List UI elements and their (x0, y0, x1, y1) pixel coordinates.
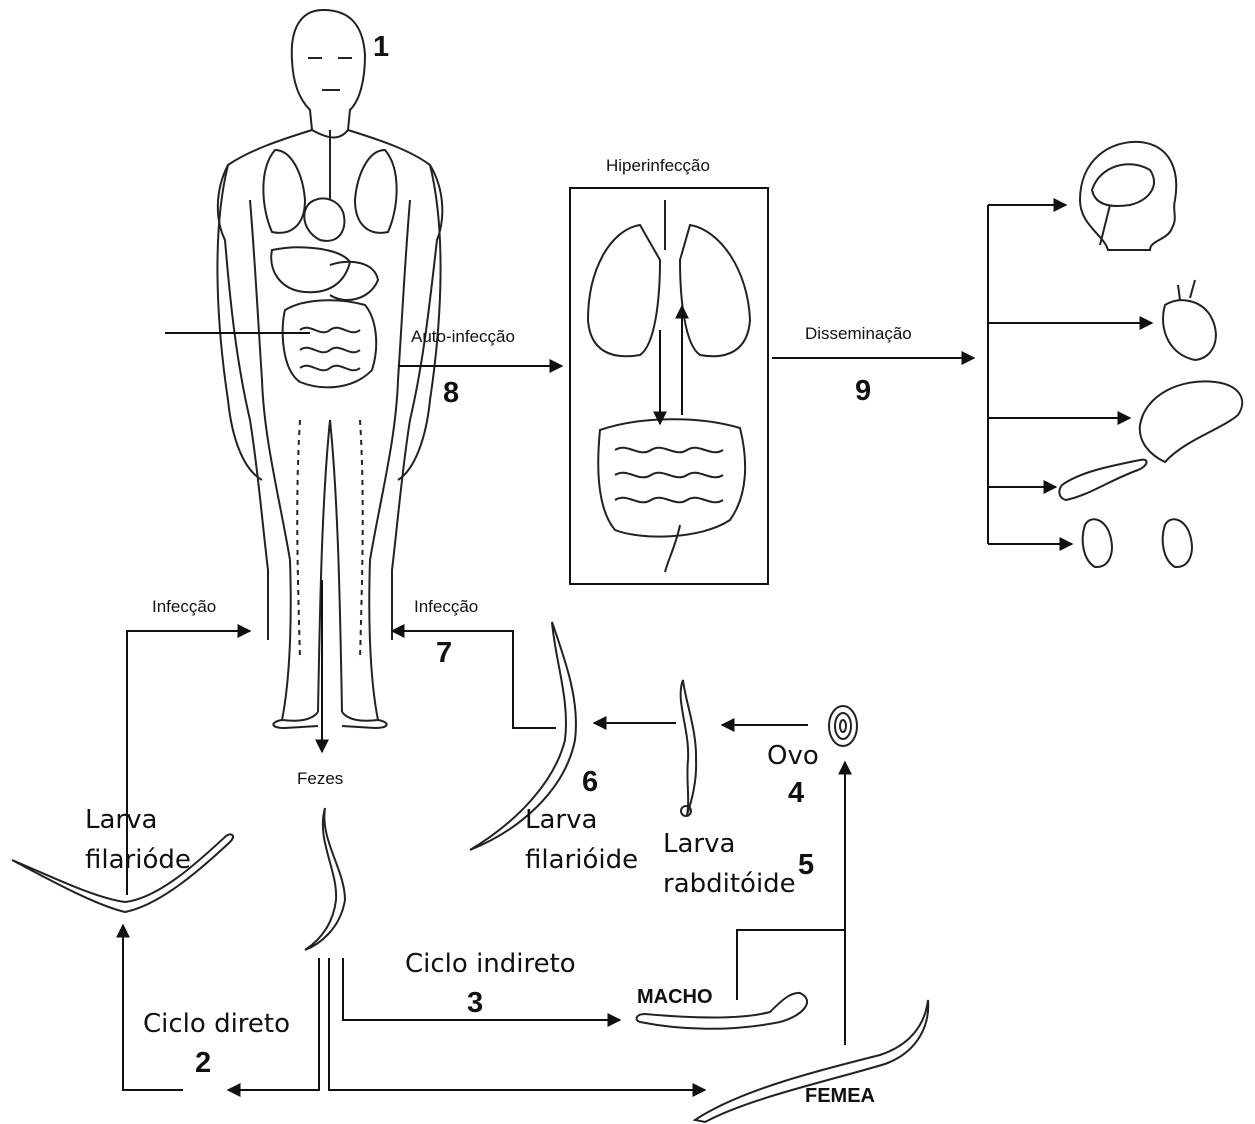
auto-infeccao-label: Auto-infecção (411, 328, 515, 347)
step-number-9: 9 (855, 376, 871, 408)
infeccao-left-label: Infecção (152, 598, 216, 617)
lungs-icon (588, 200, 750, 356)
step-number-4: 4 (788, 778, 804, 810)
step-number-8: 8 (443, 378, 459, 410)
ciclo-indireto-label: Ciclo indireto (405, 950, 576, 979)
egg-icon (829, 706, 857, 746)
larva-filarioide-mid-label-2: filarióide (525, 846, 638, 875)
femea-label: FEMEA (805, 1085, 875, 1107)
larva-filarioide-left-label-2: filarióde (85, 846, 191, 875)
human-body-icon (217, 10, 442, 728)
larva-rabditoide-label-2: rabditóide (663, 870, 796, 899)
larva-filarioide-mid-label-1: Larva (525, 806, 597, 835)
disseminacao-label: Disseminação (805, 325, 912, 344)
larva-filarioide-left-label-1: Larva (85, 806, 157, 835)
heart-icon (1163, 280, 1216, 360)
macho-label: MACHO (637, 986, 713, 1008)
kidney-icon (1083, 519, 1192, 567)
hyperinfection-box (570, 188, 768, 584)
brain-head-icon (1080, 142, 1176, 250)
step-number-5: 5 (798, 850, 814, 882)
infeccao-right-label: Infecção (414, 598, 478, 617)
fezes-label: Fezes (297, 770, 343, 789)
step-number-6: 6 (582, 767, 598, 799)
pancreas-icon (1059, 460, 1146, 500)
liver-icon (1140, 381, 1242, 462)
step-number-1: 1 (373, 32, 389, 64)
intestine-icon (598, 419, 745, 572)
ovo-label: Ovo (767, 742, 819, 771)
hiperinfeccao-label: Hiperinfecção (606, 157, 710, 176)
step-number-3: 3 (467, 988, 483, 1020)
step-number-7: 7 (436, 638, 452, 670)
larva-rabditoide-label-1: Larva (663, 830, 735, 859)
ciclo-direto-label: Ciclo direto (143, 1010, 290, 1039)
step-number-2: 2 (195, 1048, 211, 1080)
